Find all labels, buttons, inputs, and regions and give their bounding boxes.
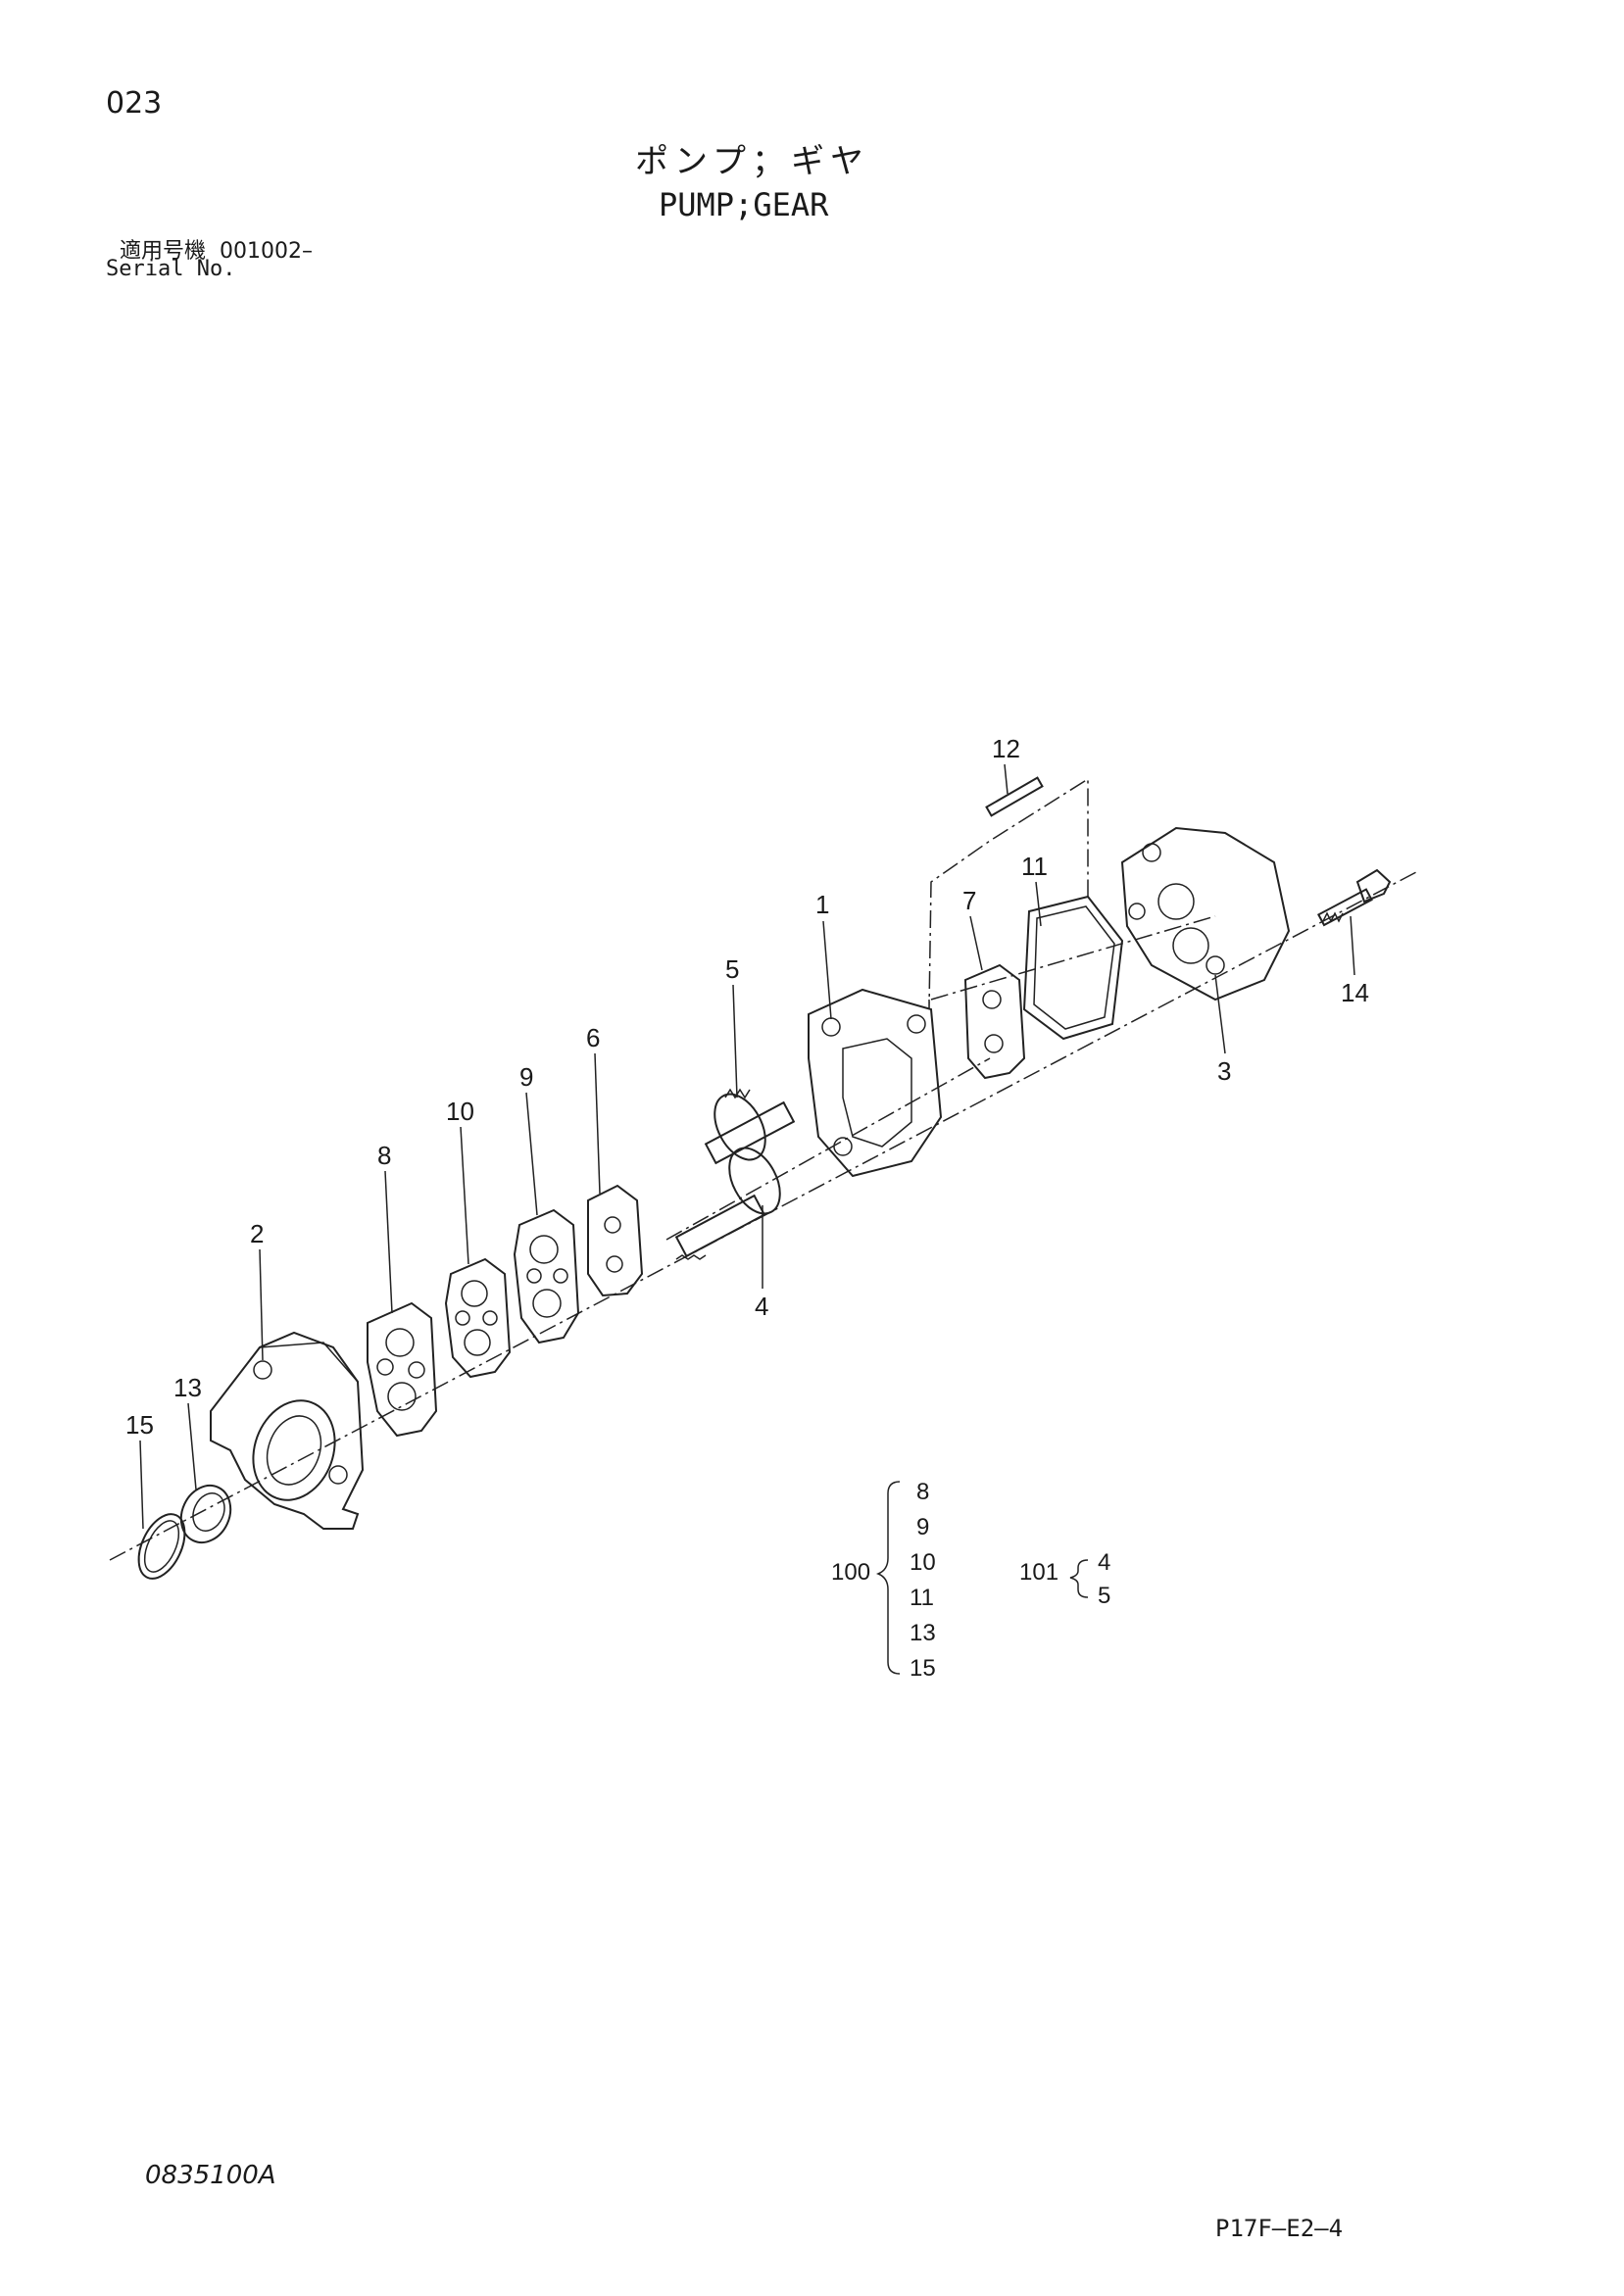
callout-9: 9 (519, 1062, 533, 1092)
part-snap-ring (137, 1513, 186, 1580)
callout-15: 15 (125, 1410, 154, 1440)
kit-100-part: 13 (910, 1620, 936, 1646)
part-thin-plate-6 (587, 1184, 644, 1297)
part-drive-gear-4 (674, 1147, 781, 1260)
callout-6: 6 (586, 1023, 600, 1052)
serial-range: 001002– (220, 239, 313, 264)
title-japanese: ポンプ；ギヤ (635, 142, 869, 181)
kit-100-part: 9 (916, 1514, 929, 1540)
title-english: PUMP;GEAR (659, 186, 829, 223)
callout-10: 10 (446, 1097, 474, 1126)
part-wear-plate-9 (513, 1208, 580, 1344)
part-driven-gear-5 (704, 1088, 796, 1165)
kit-101-part: 4 (1098, 1549, 1110, 1576)
kit-101-part: 5 (1098, 1583, 1110, 1609)
page-code: P17F–E2–4 (1215, 2215, 1344, 2242)
callout-13: 13 (173, 1373, 202, 1402)
cover-centerline (930, 915, 1216, 1001)
kit-101-number: 101 (1019, 1559, 1058, 1586)
kit-100-part: 11 (910, 1585, 934, 1611)
kit-100-part: 10 (910, 1549, 936, 1576)
kit-101-group: 101 4 5 (1019, 1549, 1110, 1609)
part-dowel-pin (985, 776, 1044, 817)
kit-100-part: 15 (910, 1655, 936, 1682)
callout-1: 1 (815, 890, 829, 919)
callout-2: 2 (250, 1219, 264, 1248)
callout-8: 8 (377, 1141, 391, 1170)
kit-100-number: 100 (831, 1559, 870, 1586)
kit-100-part: 8 (916, 1479, 929, 1505)
part-seal-plate-10 (444, 1257, 512, 1379)
part-oil-seal (179, 1484, 232, 1544)
part-gasket-plate-8 (367, 1301, 438, 1438)
page-number: 023 (106, 86, 163, 121)
part-gasket-7 (963, 963, 1026, 1080)
kit-100-group: 100 8 9 10 11 13 15 (831, 1479, 936, 1682)
callout-5: 5 (725, 954, 739, 984)
part-gear-housing (808, 988, 943, 1178)
callout-14: 14 (1341, 978, 1369, 1007)
callout-7: 7 (962, 886, 976, 915)
kit-100-brace (875, 1481, 901, 1675)
leader-lines (139, 763, 1355, 1530)
callout-4: 4 (755, 1292, 768, 1321)
part-rear-cover (1120, 826, 1291, 1001)
serial-label-jp-text: 適用号機 (120, 239, 207, 264)
document-code: 0835100A (145, 2161, 276, 2190)
kit-101-brace (1069, 1559, 1089, 1598)
part-front-flange (210, 1331, 365, 1530)
pin-path-line (928, 777, 1089, 1010)
serial-label-english: Serial No. (106, 257, 236, 281)
callout-3: 3 (1217, 1056, 1231, 1086)
callout-11: 11 (1021, 852, 1048, 881)
part-bolt (1316, 868, 1392, 927)
callout-12: 12 (992, 734, 1020, 763)
serial-label-japanese: 適用号機 001002– (120, 233, 313, 265)
part-o-ring (1022, 895, 1124, 1041)
